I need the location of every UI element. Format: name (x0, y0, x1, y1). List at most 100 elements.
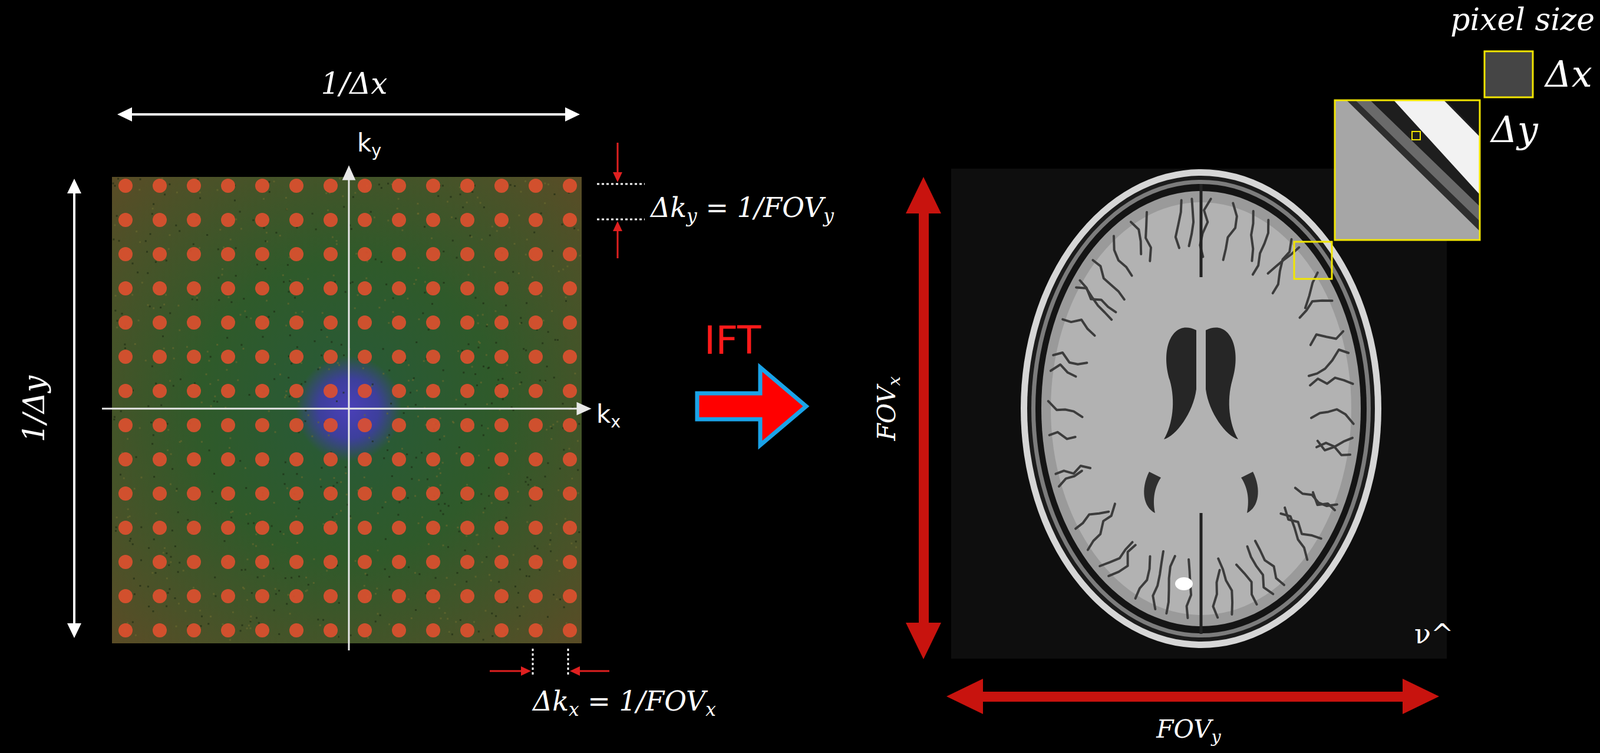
k-sample-dot (152, 315, 167, 330)
texture-speck (565, 299, 567, 302)
texture-speck (119, 473, 122, 475)
texture-speck (239, 629, 242, 632)
texture-speck (136, 271, 139, 274)
k-sample-dot (289, 383, 304, 398)
texture-speck (279, 234, 282, 237)
texture-speck (264, 267, 267, 270)
texture-speck (443, 502, 446, 505)
spacing-label: Δky = 1/FOVy (650, 192, 834, 226)
sulcus (1145, 212, 1151, 262)
texture-speck (388, 369, 391, 372)
texture-speck (115, 526, 118, 529)
texture-speck (135, 230, 138, 233)
texture-speck (338, 601, 341, 604)
texture-speck (518, 214, 520, 217)
k-sample-dot (494, 246, 509, 262)
k-sample-dot (289, 554, 304, 569)
texture-speck (132, 542, 134, 545)
k-sample-dot (255, 588, 270, 603)
k-sample-dot (220, 178, 236, 193)
texture-speck (520, 381, 523, 384)
texture-speck (447, 504, 450, 507)
texture-speck (335, 243, 338, 246)
texture-speck (439, 509, 442, 512)
texture-speck (375, 587, 378, 590)
texture-speck (284, 576, 287, 579)
k-sample-dot (323, 520, 338, 535)
texture-speck (147, 404, 150, 407)
texture-speck (350, 516, 352, 519)
texture-speck (182, 569, 185, 572)
texture-speck (172, 384, 175, 387)
texture-speck (116, 516, 118, 519)
texture-speck (350, 228, 353, 230)
k-sample-dot (562, 554, 577, 569)
texture-speck (263, 226, 266, 229)
texture-speck (287, 302, 290, 305)
midline-fissure (1199, 512, 1203, 634)
sulcus (1053, 352, 1087, 365)
texture-speck (415, 278, 418, 281)
texture-speck (495, 614, 497, 617)
texture-speck (312, 558, 315, 560)
texture-speck (497, 378, 500, 381)
k-sample-dot (186, 212, 201, 227)
k-sample-dot (186, 452, 201, 467)
texture-speck (129, 515, 131, 517)
texture-speck (494, 271, 497, 273)
texture-speck (418, 572, 421, 575)
texture-speck (386, 449, 389, 451)
texture-speck (507, 472, 510, 475)
texture-speck (374, 258, 377, 260)
texture-speck (286, 487, 289, 490)
texture-speck (476, 384, 478, 387)
fov-y-arrow (946, 678, 1440, 714)
texture-speck (371, 440, 374, 442)
texture-speck (335, 239, 338, 242)
k-sample-dot (289, 315, 304, 330)
texture-speck (337, 635, 340, 638)
texture-speck (271, 525, 273, 527)
arrow-head (612, 220, 623, 232)
texture-speck (298, 501, 301, 504)
texture-speck (144, 239, 147, 242)
texture-speck (311, 434, 313, 437)
texture-speck (217, 378, 220, 381)
texture-speck (526, 476, 529, 478)
texture-speck (246, 558, 249, 560)
red-arrow (617, 142, 619, 175)
texture-speck (297, 507, 300, 510)
texture-speck (368, 436, 371, 439)
texture-speck (519, 371, 521, 374)
k-sample-dot (528, 212, 543, 227)
texture-speck (407, 405, 409, 408)
texture-speck (378, 183, 381, 186)
texture-speck (127, 507, 130, 510)
k-sample-dot (323, 622, 338, 638)
texture-speck (551, 427, 553, 430)
texture-speck (244, 466, 247, 469)
texture-speck (139, 584, 141, 587)
texture-speck (439, 483, 442, 486)
texture-speck (354, 559, 357, 562)
ventricle (1143, 471, 1161, 513)
k-sample-dot (289, 622, 304, 638)
texture-speck (129, 539, 131, 542)
k-axes (101, 167, 590, 651)
k-sample-dot (289, 281, 304, 296)
texture-speck (132, 621, 134, 623)
texture-speck (341, 195, 344, 197)
texture-speck (516, 606, 519, 609)
k-sample-dot (426, 349, 441, 364)
k-sample-dot (391, 588, 407, 603)
texture-speck (527, 483, 530, 486)
k-sample-dot (494, 178, 509, 193)
k-sample-dot (528, 486, 543, 501)
sulcus (1093, 259, 1125, 300)
texture-speck (230, 516, 233, 519)
texture-speck (256, 263, 259, 266)
k-sample-dot (494, 588, 509, 603)
texture-speck (483, 206, 486, 209)
texture-speck (508, 226, 511, 229)
texture-speck (441, 461, 444, 464)
